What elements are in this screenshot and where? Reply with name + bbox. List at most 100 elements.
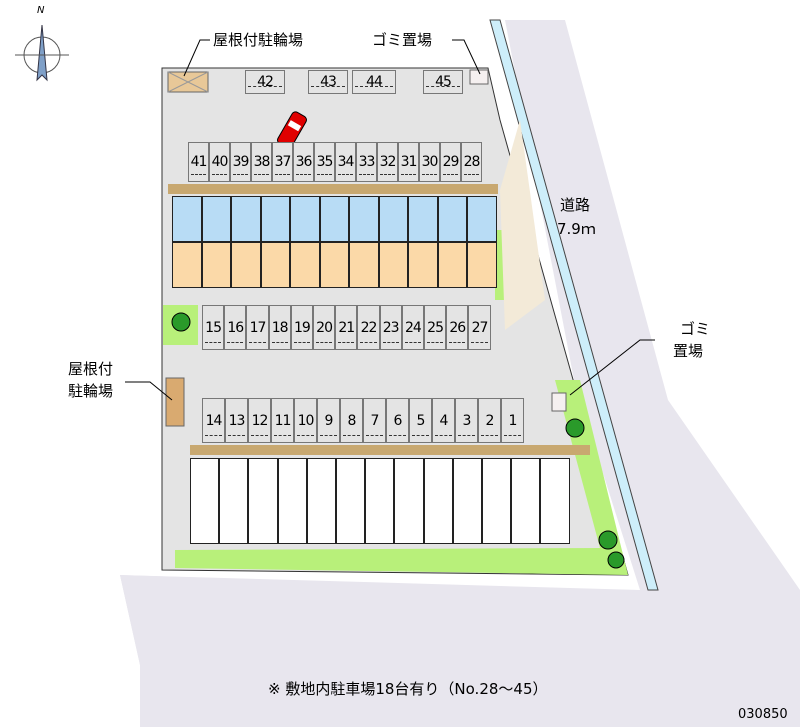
parking-stall: 27	[468, 305, 491, 350]
parking-stall: 3	[455, 398, 478, 443]
garbage-box-right	[551, 392, 567, 412]
car-icon	[277, 111, 307, 149]
apartment-unit	[172, 242, 202, 288]
parking-stall: 10	[294, 398, 317, 443]
parking-stall: 35	[314, 142, 335, 182]
footer-note: ※ 敷地内駐車場18台有り（No.28～45）	[268, 680, 548, 698]
tree-icon	[171, 312, 625, 569]
parking-stall: 15	[202, 305, 225, 350]
parking-stall: 23	[379, 305, 402, 350]
parking-stall: 7	[363, 398, 386, 443]
parking-stall: 22	[357, 305, 380, 350]
apartment-unit	[482, 458, 512, 544]
green-area	[175, 380, 628, 575]
apartment-unit	[201, 196, 231, 242]
parking-stall: 43	[308, 70, 348, 94]
parking-stall: 42	[245, 70, 285, 94]
apartment-unit	[336, 458, 366, 544]
parking-stall: 29	[440, 142, 461, 182]
map-code: 030850	[738, 707, 788, 722]
apartment-unit	[190, 458, 220, 544]
apartment-unit	[511, 458, 541, 544]
apartment-unit	[231, 242, 261, 288]
parking-stall: 33	[356, 142, 377, 182]
parking-stall: 1	[501, 398, 524, 443]
compass-icon	[15, 24, 69, 82]
parking-stall: 26	[446, 305, 469, 350]
road-width-label: 7.9ｍ	[557, 220, 596, 238]
parking-stall: 38	[251, 142, 272, 182]
apartment-unit	[219, 458, 249, 544]
apartment-unit	[319, 242, 349, 288]
apartment-unit	[437, 196, 467, 242]
garbage-box-top	[469, 69, 489, 85]
parking-stall: 34	[335, 142, 356, 182]
parking-stall: 28	[461, 142, 482, 182]
parking-stall: 11	[271, 398, 294, 443]
apartment-unit	[467, 196, 497, 242]
apartment-unit	[248, 458, 278, 544]
road-label: 道路	[560, 196, 591, 214]
parking-stall: 24	[401, 305, 424, 350]
parking-stall: 13	[225, 398, 248, 443]
garbage-label: ゴミ置場	[372, 31, 433, 49]
deck	[168, 184, 498, 194]
parking-stall: 6	[386, 398, 409, 443]
apartment-unit	[423, 458, 453, 544]
bike-parking-label: 屋根付駐輪場	[213, 31, 304, 49]
apartment-unit	[408, 196, 438, 242]
parking-stall: 45	[423, 70, 463, 94]
apartment-unit	[260, 242, 290, 288]
apartment-unit	[319, 196, 349, 242]
parking-stall: 37	[272, 142, 293, 182]
road	[120, 20, 800, 727]
apartment-unit	[349, 196, 379, 242]
apartment-unit	[540, 458, 570, 544]
parking-stall: 8	[340, 398, 363, 443]
apartment-unit	[349, 242, 379, 288]
parking-stall: 2	[478, 398, 501, 443]
apartment-unit	[260, 196, 290, 242]
north-label: N	[37, 5, 45, 16]
parking-stall: 18	[268, 305, 291, 350]
apartment-unit	[277, 458, 307, 544]
parking-stall: 41	[188, 142, 209, 182]
road-bottom	[120, 575, 700, 727]
apartment-unit	[394, 458, 424, 544]
parking-stall: 39	[230, 142, 251, 182]
apartment-unit	[378, 242, 408, 288]
deck	[190, 445, 590, 455]
canal	[489, 19, 659, 591]
parking-stall: 12	[248, 398, 271, 443]
apartment-unit	[378, 196, 408, 242]
sidewalk	[500, 120, 545, 330]
parking-stall: 14	[202, 398, 225, 443]
bike-shelter-left	[165, 377, 185, 427]
apartment-unit	[231, 196, 261, 242]
parking-stall: 25	[424, 305, 447, 350]
garbage-label-right: ゴミ	[680, 320, 711, 338]
parking-stall: 21	[335, 305, 358, 350]
apartment-unit	[408, 242, 438, 288]
parking-stall: 17	[246, 305, 269, 350]
parking-stall: 9	[317, 398, 340, 443]
bike-parking-label-left: 屋根付	[68, 360, 114, 378]
parking-stall: 19	[290, 305, 313, 350]
apartment-unit	[365, 458, 395, 544]
parking-stall: 40	[209, 142, 230, 182]
apartment-unit	[452, 458, 482, 544]
apartment-unit	[172, 196, 202, 242]
apartment-unit	[437, 242, 467, 288]
garbage-label-right: 置場	[673, 342, 704, 360]
parking-stall: 4	[432, 398, 455, 443]
parking-stall: 5	[409, 398, 432, 443]
parking-stall: 30	[419, 142, 440, 182]
apartment-unit	[467, 242, 497, 288]
bike-parking-label-left: 駐輪場	[68, 382, 114, 400]
parking-stall: 32	[377, 142, 398, 182]
parking-stall: 16	[224, 305, 247, 350]
parking-stall: 31	[398, 142, 419, 182]
parking-stall: 36	[293, 142, 314, 182]
apartment-unit	[201, 242, 231, 288]
